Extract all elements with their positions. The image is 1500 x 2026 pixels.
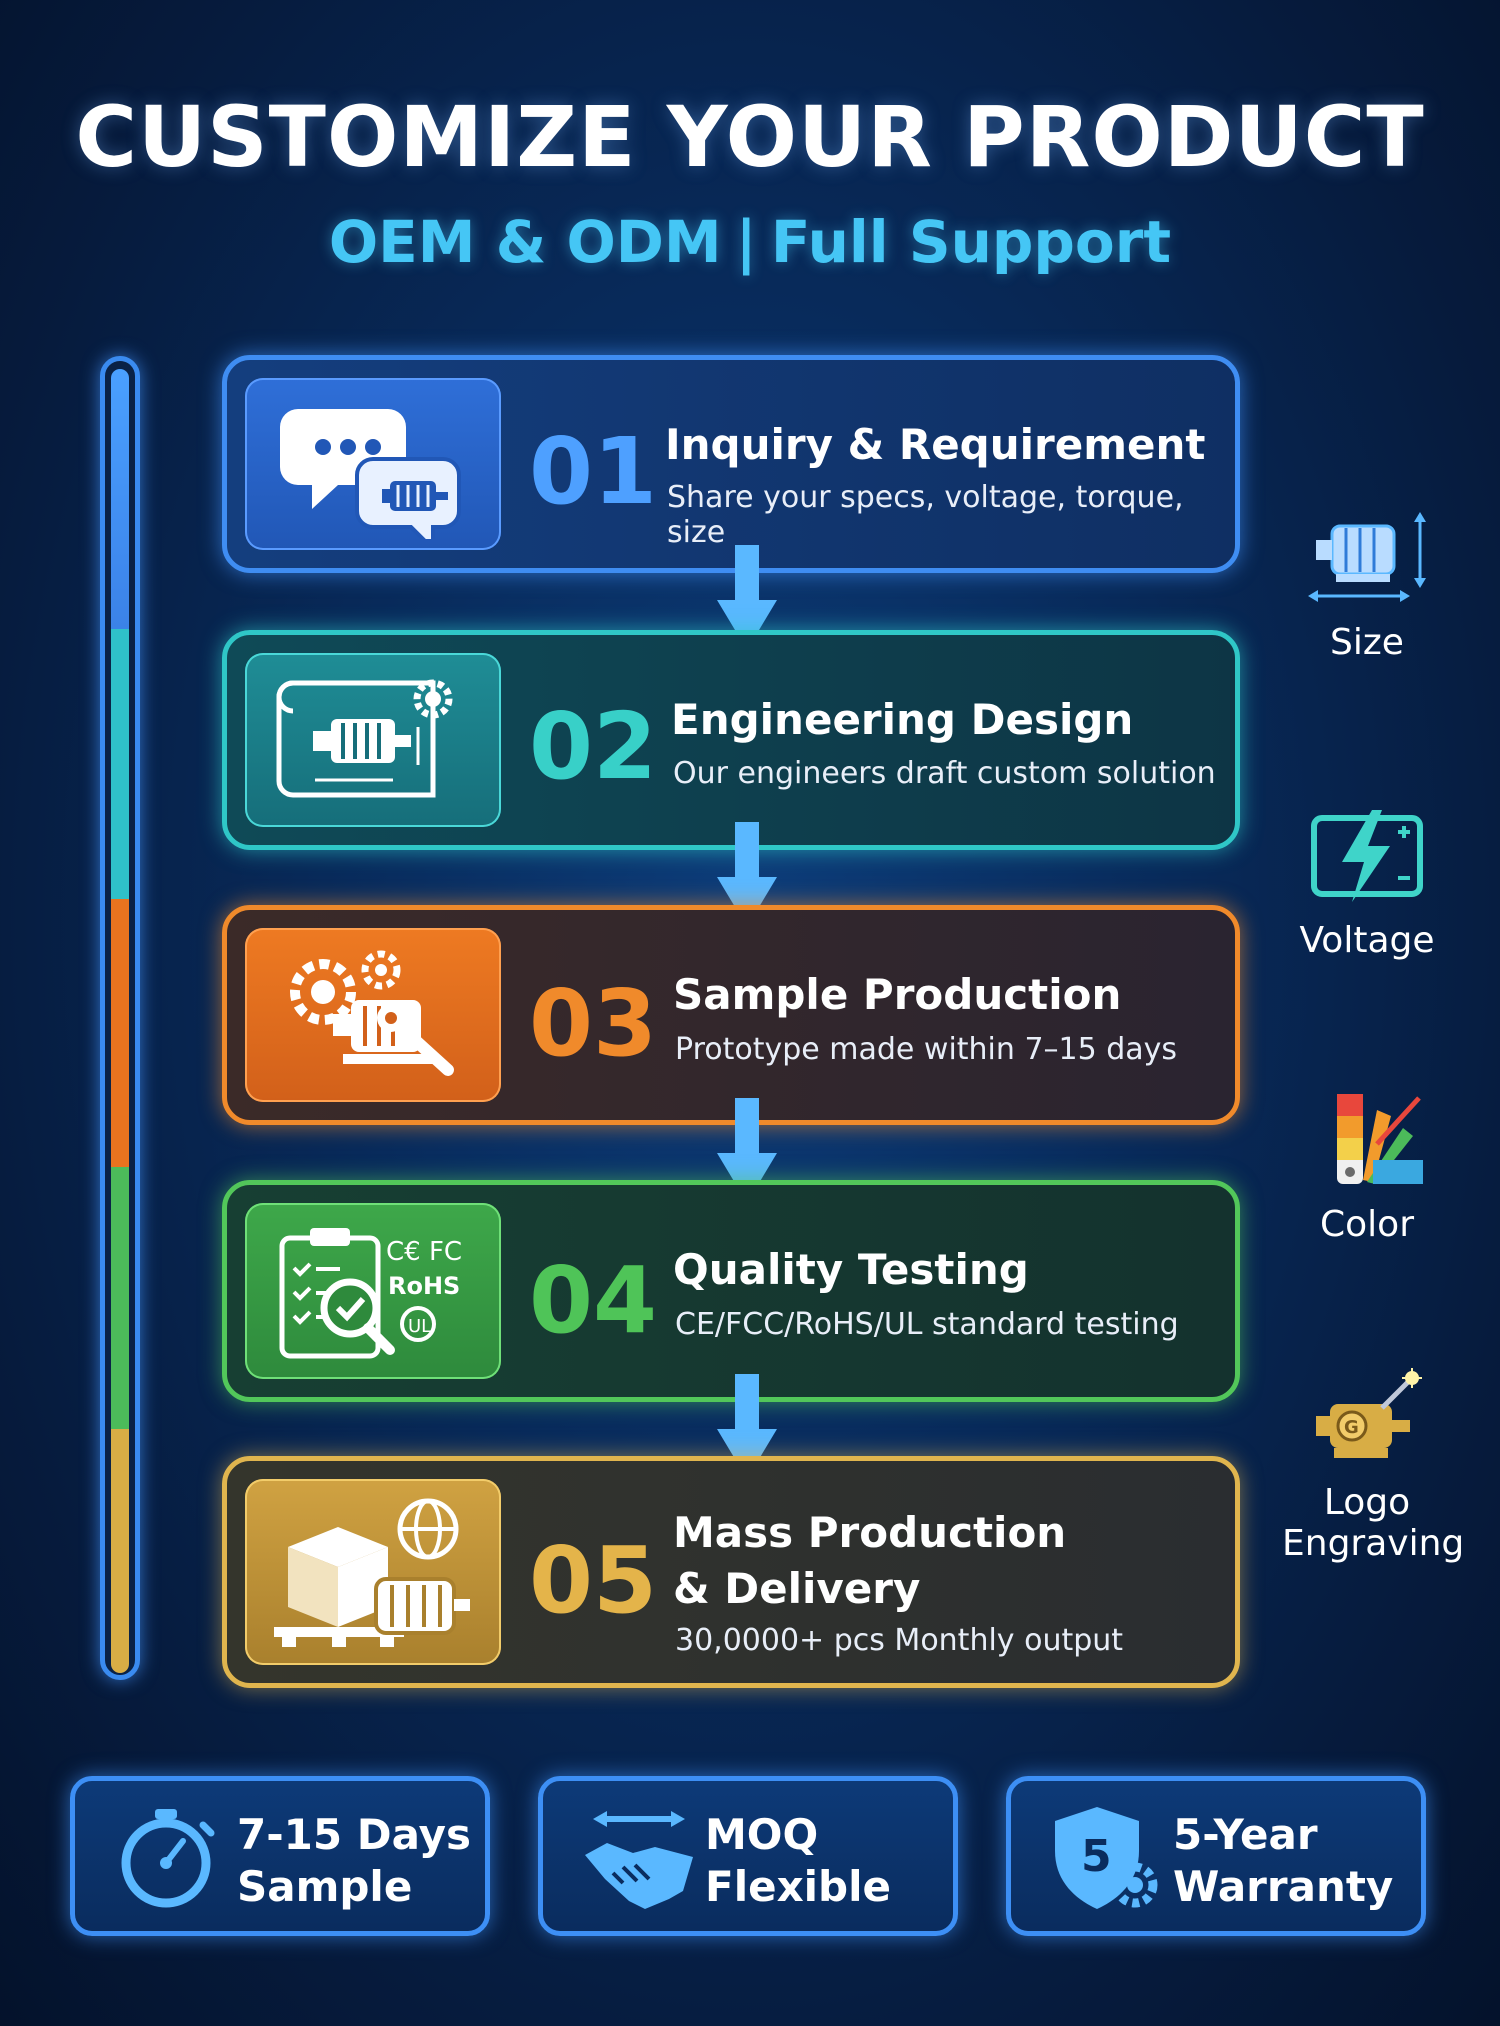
page-subtitle: OEM & ODM|Full Support <box>0 208 1500 276</box>
step-number: 05 <box>529 1527 658 1634</box>
progress-segment-3 <box>111 899 129 1167</box>
step-card-quality-testing: C€ FC RoHS UL 04 Quality Testing CE/FCC/… <box>222 1180 1240 1402</box>
step-number: 01 <box>529 418 658 525</box>
clipboard-magnifier-icon: C€ FC RoHS UL <box>245 1203 501 1379</box>
progress-segment-1 <box>111 369 129 629</box>
badge-sample-time: 7-15 Days Sample <box>70 1776 490 1936</box>
badge-label: 7-15 Days Sample <box>237 1809 471 1913</box>
step-description: 30,0000+ pcs Monthly output <box>675 1623 1124 1658</box>
feature-label-line-2: Engraving <box>1282 1523 1465 1564</box>
badge-label: MOQ Flexible <box>705 1809 891 1913</box>
badge-warranty: 5 5-Year Warranty <box>1006 1776 1426 1936</box>
step-title: Sample Production <box>673 970 1122 1019</box>
badge-label-line-1: MOQ <box>705 1810 819 1859</box>
step-number: 03 <box>529 970 658 1077</box>
badge-label: 5-Year Warranty <box>1173 1809 1393 1913</box>
gears-wrench-motor-icon <box>245 928 501 1102</box>
step-title: Quality Testing <box>673 1245 1029 1294</box>
feature-label: Color <box>1320 1204 1414 1245</box>
warranty-years-glyph: 5 <box>1081 1831 1112 1882</box>
step-card-inquiry: 01 Inquiry & Requirement Share your spec… <box>222 355 1240 573</box>
step-title: Engineering Design <box>671 695 1134 744</box>
chat-motor-icon <box>245 378 501 550</box>
shield-gear-icon: 5 <box>1055 1807 1158 1909</box>
motor-logo-engraving-icon: G <box>1316 1368 1422 1458</box>
progress-segment-5 <box>111 1429 129 1673</box>
feature-size: Size <box>1282 508 1452 663</box>
badge-label-line-1: 5-Year <box>1173 1810 1318 1859</box>
svg-text:G: G <box>1344 1417 1359 1438</box>
down-arrow-icon <box>717 545 777 650</box>
feature-logo-engraving: G Logo Engraving <box>1282 1368 1465 1564</box>
step-description: Our engineers draft custom solution <box>673 756 1216 791</box>
boxes-globe-motor-icon <box>245 1479 501 1665</box>
step-title-line-2: & Delivery <box>673 1564 921 1613</box>
badge-label-line-2: Sample <box>237 1862 413 1911</box>
feature-color: Color <box>1282 1090 1452 1245</box>
down-arrow-icon <box>717 1098 777 1203</box>
badge-label-line-2: Flexible <box>705 1862 892 1911</box>
feature-label-line-1: Logo <box>1323 1482 1411 1523</box>
svg-text:RoHS: RoHS <box>388 1272 460 1300</box>
badge-label-line-2: Warranty <box>1173 1862 1394 1911</box>
step-description: CE/FCC/RoHS/UL standard testing <box>675 1307 1179 1342</box>
feature-voltage: Voltage <box>1282 806 1452 961</box>
badge-label-line-1: 7-15 Days <box>237 1810 472 1859</box>
down-arrow-icon <box>717 822 777 927</box>
step-title: Mass Production & Delivery <box>673 1505 1193 1617</box>
handshake-icon <box>585 1811 693 1909</box>
stopwatch-icon <box>121 1809 215 1908</box>
progress-segment-2 <box>111 629 129 899</box>
step-number: 04 <box>529 1247 658 1354</box>
motor-dimensions-icon <box>1308 512 1426 602</box>
svg-text:UL: UL <box>408 1316 431 1337</box>
badge-moq: MOQ Flexible <box>538 1776 958 1936</box>
down-arrow-icon <box>717 1374 777 1479</box>
step-description: Prototype made within 7–15 days <box>675 1032 1178 1067</box>
step-card-mass-production: 05 Mass Production & Delivery 30,0000+ p… <box>222 1456 1240 1688</box>
process-progress-bar <box>100 356 140 1680</box>
step-card-sample-production: 03 Sample Production Prototype made with… <box>222 905 1240 1125</box>
step-description: Share your specs, voltage, torque, size <box>667 480 1184 550</box>
svg-text:C€ FC: C€ FC <box>386 1237 462 1267</box>
color-swatch-icon <box>1337 1094 1423 1184</box>
progress-segment-4 <box>111 1167 129 1429</box>
step-card-engineering: 02 Engineering Design Our engineers draf… <box>222 630 1240 850</box>
subtitle-oem-odm: OEM & ODM <box>328 208 722 276</box>
battery-lightning-icon <box>1311 810 1423 902</box>
step-title-line-1: Mass Production <box>673 1508 1067 1557</box>
subtitle-separator: | <box>735 208 757 276</box>
step-number: 02 <box>529 693 658 800</box>
subtitle-full-support: Full Support <box>770 208 1172 276</box>
feature-label: Size <box>1330 622 1404 663</box>
page-title: CUSTOMIZE YOUR PRODUCT <box>75 88 1425 186</box>
blueprint-motor-icon <box>245 653 501 827</box>
step-title: Inquiry & Requirement <box>665 420 1206 469</box>
feature-label: Voltage <box>1299 920 1435 961</box>
